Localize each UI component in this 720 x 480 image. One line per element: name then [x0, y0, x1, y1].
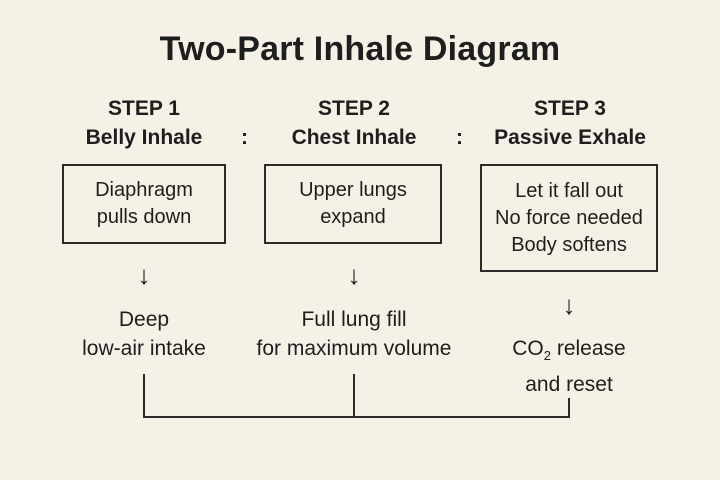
step-3-box-line: Body softens — [511, 233, 627, 256]
connector-vertical-2 — [353, 374, 355, 418]
step-1-outcome-line: Deep — [118, 308, 170, 331]
step-1-outcome-line: low-air intake — [82, 337, 206, 360]
step-2-outcome-line: Full lung fill — [301, 308, 407, 331]
step-1-outcome: Deep low-air intake — [24, 305, 264, 363]
step-2-box: Upper lungs expand — [264, 164, 442, 244]
step-1-header: STEP 1 Belly Inhale — [44, 94, 244, 152]
connector-horizontal — [143, 416, 570, 418]
step-3-header: STEP 3 Passive Exhale — [468, 94, 672, 152]
step-3-box-line: Let it fall out — [515, 179, 623, 202]
down-arrow-icon: ↓ — [137, 260, 151, 290]
down-arrow-icon: ↓ — [562, 290, 576, 320]
step-3-outcome: CO2 release and reset — [449, 334, 689, 399]
separator-colon-2: : — [456, 126, 463, 149]
step-2-outcome-line: for maximum volume — [256, 337, 452, 360]
step-2-box-line: Upper lungs — [299, 179, 407, 201]
step-2-box-line: expand — [320, 206, 386, 228]
co2-subscript: 2 — [543, 348, 551, 364]
step-3-outcome-line: and reset — [525, 373, 613, 397]
diagram-title: Two-Part Inhale Diagram — [159, 30, 561, 68]
step-2-name: Chest Inhale — [291, 126, 417, 149]
down-arrow-icon: ↓ — [347, 260, 361, 290]
co2-text: CO — [512, 337, 544, 360]
step-1-name: Belly Inhale — [85, 126, 203, 149]
step-2-label: STEP 2 — [318, 97, 390, 120]
step-2-outcome: Full lung fill for maximum volume — [234, 305, 474, 363]
connector-vertical-3 — [568, 398, 570, 418]
step-3-label: STEP 3 — [534, 97, 606, 120]
step-3-outcome-line-1: CO2 release — [449, 334, 689, 370]
step-1-box-line: pulls down — [96, 206, 192, 228]
step-3-name: Passive Exhale — [494, 126, 646, 149]
step-2-header: STEP 2 Chest Inhale — [254, 94, 454, 152]
step-3-box-line: No force needed — [495, 206, 643, 229]
step-1-label: STEP 1 — [108, 97, 180, 120]
separator-colon-1: : — [241, 126, 248, 149]
step-1-box: Diaphragm pulls down — [62, 164, 226, 244]
connector-vertical-1 — [143, 374, 145, 418]
step-3-box: Let it fall out No force needed Body sof… — [480, 164, 658, 272]
release-text: release — [551, 337, 626, 360]
step-1-box-line: Diaphragm — [95, 179, 193, 201]
